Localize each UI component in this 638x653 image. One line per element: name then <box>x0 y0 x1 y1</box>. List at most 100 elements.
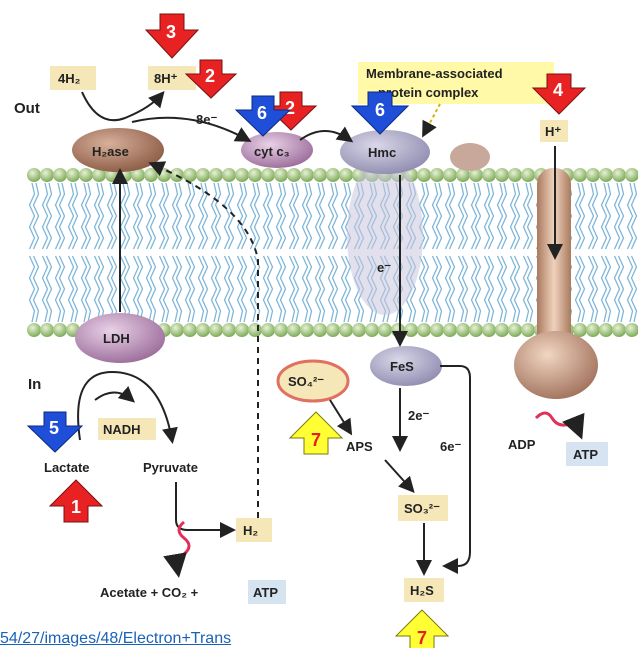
label-6e: 6e⁻ <box>440 439 461 454</box>
lipid-tail <box>470 182 478 250</box>
lipid-tail <box>613 182 621 250</box>
lipid-tail <box>145 182 153 250</box>
lipid-tail <box>483 255 491 323</box>
url-fragment[interactable]: 54/27/images/48/Electron+Trans <box>0 630 232 647</box>
label-8e: 8e⁻ <box>196 112 217 127</box>
label-h-plus: H⁺ <box>545 124 561 139</box>
step-2b-arrow: 2 <box>264 91 318 131</box>
membrane-head-bead <box>300 168 314 182</box>
lipid-tail <box>54 255 62 323</box>
svg-text:5: 5 <box>49 418 59 438</box>
lipid-tail <box>262 182 270 250</box>
label-acetate: Acetate + CO₂ + <box>100 585 199 600</box>
lipid-tail <box>28 255 36 323</box>
lipid-tail <box>457 255 465 323</box>
lipid-tail <box>188 182 196 250</box>
h2ase-protein <box>72 128 164 172</box>
lipid-tail <box>431 255 439 323</box>
lipid-tail <box>288 182 296 250</box>
lipid-tail <box>418 255 426 323</box>
svg-text:2: 2 <box>285 98 295 118</box>
lipid-tail <box>578 182 586 250</box>
lipid-tail <box>422 255 430 323</box>
lipid-tail <box>318 255 326 323</box>
lipid-tail <box>526 255 534 323</box>
lipid-tail <box>97 255 105 323</box>
lipid-tail <box>188 255 196 323</box>
lipid-tail <box>236 255 244 323</box>
svg-text:6: 6 <box>257 103 267 123</box>
cyt-to-hmc-arrow <box>299 126 354 143</box>
lipid-tail <box>340 255 348 323</box>
membrane-head-bead <box>274 168 288 182</box>
label-fes: FeS <box>390 359 414 374</box>
lipid-tail <box>175 255 183 323</box>
step-4-arrow: 4 <box>531 73 587 115</box>
h-plus-8-box <box>148 66 196 90</box>
lipid-tail <box>214 182 222 250</box>
lipid-tail <box>132 255 140 323</box>
membrane-head-bead <box>261 168 275 182</box>
lipid-tail <box>210 255 218 323</box>
svg-text:6: 6 <box>375 100 385 120</box>
lipid-tail <box>84 255 92 323</box>
membrane-head-bead <box>495 168 509 182</box>
h-plus-box <box>540 120 568 142</box>
lipid-tail <box>470 255 478 323</box>
label-4h2: 4H₂ <box>58 71 81 86</box>
lipid-tail <box>249 182 257 250</box>
membrane-head-bead <box>625 168 638 182</box>
step-6a-arrow: 6 <box>234 95 292 137</box>
lipid-tail <box>158 255 166 323</box>
lipid-tail <box>84 182 92 250</box>
lipid-tail <box>184 255 192 323</box>
lipid-tail <box>292 182 300 250</box>
label-cyt-c3: cyt c₃ <box>254 144 290 159</box>
lipid-tail <box>106 255 114 323</box>
membrane-head-bead <box>625 323 638 337</box>
lipid-tail <box>461 255 469 323</box>
step-5-arrow: 5 <box>26 411 84 453</box>
membrane-head-bead <box>469 168 483 182</box>
lipid-tail <box>626 182 634 250</box>
lipid-tail <box>106 182 114 250</box>
lipid-tail <box>500 255 508 323</box>
membrane-head-bead <box>235 323 249 337</box>
membrane-head-bead <box>287 323 301 337</box>
lipid-tail <box>93 255 101 323</box>
lipid-tail <box>97 182 105 250</box>
step-3-arrow: 3 <box>144 13 200 59</box>
lipid-tail <box>630 182 638 250</box>
lipid-tail <box>253 182 261 250</box>
lactate-to-pyruvate-arrow <box>77 370 178 444</box>
lipid-tail <box>123 255 131 323</box>
lipid-tail <box>80 182 88 250</box>
membrane-head-bead <box>313 323 327 337</box>
lipid-tail <box>435 255 443 323</box>
hmc-transmembrane-shadow <box>347 155 423 315</box>
membrane-head-bead <box>235 168 249 182</box>
lipid-tail <box>288 255 296 323</box>
lipid-tail <box>266 182 274 250</box>
lipid-tail <box>32 182 40 250</box>
lipid-tail <box>301 255 309 323</box>
lipid-tail <box>574 182 582 250</box>
svg-text:2: 2 <box>205 66 215 86</box>
hmc-protein <box>340 130 430 174</box>
label-atp-bottom: ATP <box>253 585 278 600</box>
membrane-head-bead <box>53 168 67 182</box>
label-h2ase: H₂ase <box>92 144 129 159</box>
lipid-tail <box>279 255 287 323</box>
membrane-head-bead <box>443 168 457 182</box>
lipid-tail <box>58 255 66 323</box>
membrane-head-bead <box>209 168 223 182</box>
membrane-head-bead <box>521 323 535 337</box>
membrane-head-bead <box>326 323 340 337</box>
label-aps: APS <box>346 439 373 454</box>
membrane-head-bead <box>339 168 353 182</box>
membrane-head-bead <box>40 168 54 182</box>
lipid-tail <box>32 255 40 323</box>
membrane-head-bead <box>144 168 158 182</box>
membrane-head-bead <box>170 323 184 337</box>
lipid-tail <box>171 255 179 323</box>
